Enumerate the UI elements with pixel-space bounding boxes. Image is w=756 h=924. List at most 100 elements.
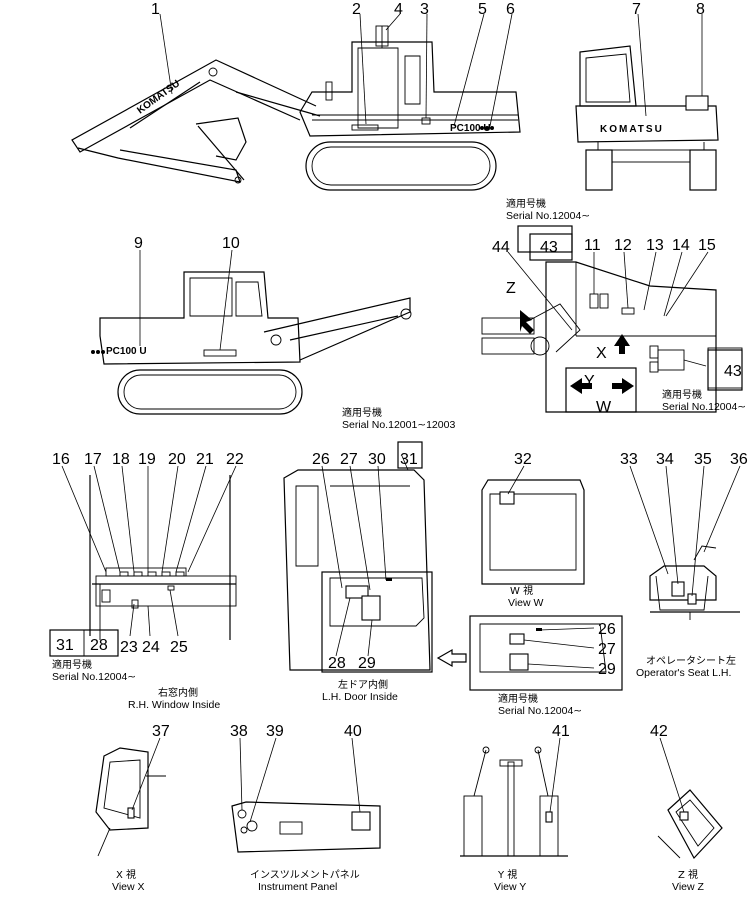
callout-11: 11 bbox=[584, 237, 601, 254]
callout-10: 10 bbox=[222, 235, 240, 252]
callout-13: 13 bbox=[646, 237, 664, 254]
svg-text:KOMATSU: KOMATSU bbox=[135, 78, 182, 116]
callout-39: 39 bbox=[266, 723, 284, 740]
callout-7: 7 bbox=[632, 1, 641, 18]
operator-seat bbox=[649, 545, 740, 620]
serial-door: Serial No.12004∼ bbox=[498, 705, 582, 717]
callout-42: 42 bbox=[650, 723, 668, 740]
callout-25: 25 bbox=[170, 639, 188, 656]
callout-29-door: 29 bbox=[358, 655, 376, 672]
serial-mid: Serial No.12001∼12003 bbox=[342, 419, 455, 431]
callout-4: 4 bbox=[394, 1, 403, 18]
rh-window-jp: 右窓内側 bbox=[158, 686, 198, 699]
callout-27: 27 bbox=[340, 451, 358, 468]
callout-9: 9 bbox=[134, 235, 143, 252]
callout-37: 37 bbox=[152, 723, 170, 740]
callout-31: 31 bbox=[56, 637, 74, 654]
serial-right: Serial No.12004∼ bbox=[662, 401, 746, 413]
arrow-y-label: Y bbox=[584, 373, 595, 390]
callout-31-door: 31 bbox=[400, 451, 418, 468]
arrow-w-label: W bbox=[596, 399, 612, 416]
callout-15: 15 bbox=[698, 237, 716, 254]
callout-14: 14 bbox=[672, 237, 690, 254]
svg-text:PC100 U: PC100 U bbox=[106, 346, 147, 357]
rh-window-caption: R.H. Window Inside bbox=[128, 699, 220, 711]
callout-19: 19 bbox=[138, 451, 156, 468]
callout-5: 5 bbox=[478, 1, 487, 18]
serial-top: Serial No.12004∼ bbox=[506, 210, 590, 222]
view-w bbox=[481, 479, 585, 585]
view-x-jp: X 視 bbox=[116, 868, 136, 881]
excavator-left-view: PC100 U bbox=[91, 271, 412, 415]
callout-18: 18 bbox=[112, 451, 130, 468]
view-z-caption: View Z bbox=[672, 881, 704, 893]
callout-29-detail: 29 bbox=[598, 661, 616, 678]
callout-23: 23 bbox=[120, 639, 138, 656]
callout-28-door: 28 bbox=[328, 655, 346, 672]
callout-20: 20 bbox=[168, 451, 186, 468]
door-detail-12004 bbox=[469, 615, 623, 691]
instrument-caption: Instrument Panel bbox=[258, 881, 337, 893]
view-y-jp: Y 視 bbox=[497, 868, 517, 881]
excavator-rear-view: KOMATSU bbox=[575, 45, 719, 191]
callout-41: 41 bbox=[552, 723, 570, 740]
svg-text:PC100 U: PC100 U bbox=[450, 123, 491, 134]
rh-window-inside bbox=[89, 475, 237, 640]
applicable-jp-left: 適用号機 bbox=[52, 658, 92, 671]
view-z-jp: Z 視 bbox=[678, 868, 698, 881]
instrument-jp: インスツルメントパネル bbox=[250, 869, 360, 881]
box-43-right bbox=[707, 349, 743, 391]
cab-detail: Z X Y W bbox=[481, 225, 743, 416]
callout-27-detail: 27 bbox=[598, 641, 616, 658]
leader-lines bbox=[61, 13, 741, 823]
applicable-jp-right: 適用号機 bbox=[662, 388, 702, 401]
view-x bbox=[95, 747, 166, 857]
lh-door-caption: L.H. Door Inside bbox=[322, 691, 398, 703]
view-x-caption: View X bbox=[112, 881, 145, 893]
box-43-top bbox=[529, 233, 573, 261]
serial-left: Serial No.12004∼ bbox=[52, 671, 136, 683]
svg-text:KOMATSU: KOMATSU bbox=[600, 124, 664, 135]
callout-3: 3 bbox=[420, 1, 429, 18]
lh-door-inside bbox=[283, 441, 467, 673]
callout-35: 35 bbox=[694, 451, 712, 468]
instrument-panel bbox=[231, 801, 381, 853]
view-y-caption: View Y bbox=[494, 881, 526, 893]
callout-numbers: 1 2 3 4 5 6 7 8 9 10 11 12 13 14 15 16 1… bbox=[52, 1, 748, 740]
callout-2: 2 bbox=[352, 1, 361, 18]
callout-30: 30 bbox=[368, 451, 386, 468]
operator-seat-caption: Operator's Seat L.H. bbox=[636, 667, 731, 679]
callout-17: 17 bbox=[84, 451, 102, 468]
lh-door-jp: 左ドア内側 bbox=[338, 678, 388, 691]
callout-28: 28 bbox=[90, 637, 108, 654]
callout-43-right: 43 bbox=[724, 363, 742, 380]
callout-16: 16 bbox=[52, 451, 70, 468]
operator-seat-jp: オペレータシート左 bbox=[646, 654, 736, 667]
callout-21: 21 bbox=[196, 451, 214, 468]
view-z bbox=[657, 789, 723, 860]
callout-22: 22 bbox=[226, 451, 244, 468]
callout-24: 24 bbox=[142, 639, 160, 656]
callout-36: 36 bbox=[730, 451, 748, 468]
callout-12: 12 bbox=[614, 237, 632, 254]
callout-44: 44 bbox=[492, 239, 510, 256]
callout-40: 40 bbox=[344, 723, 362, 740]
applicable-jp-door: 適用号機 bbox=[498, 692, 538, 705]
callout-38: 38 bbox=[230, 723, 248, 740]
callout-43-top: 43 bbox=[540, 239, 558, 256]
callout-1: 1 bbox=[151, 1, 160, 18]
callout-6: 6 bbox=[506, 1, 515, 18]
callout-32: 32 bbox=[514, 451, 532, 468]
arrow-x-label: X bbox=[596, 345, 607, 362]
view-w-caption: View W bbox=[508, 597, 543, 609]
callout-26-detail: 26 bbox=[598, 621, 616, 638]
callout-33: 33 bbox=[620, 451, 638, 468]
callout-8: 8 bbox=[696, 1, 705, 18]
callout-26: 26 bbox=[312, 451, 330, 468]
excavator-side-view: PC100 U KOMATSU bbox=[71, 25, 521, 191]
applicable-jp-top: 適用号機 bbox=[506, 197, 546, 210]
arrow-z-label: Z bbox=[506, 280, 516, 297]
captions: 適用号機 Serial No.12004∼ 適用号機 Serial No.120… bbox=[52, 197, 746, 893]
